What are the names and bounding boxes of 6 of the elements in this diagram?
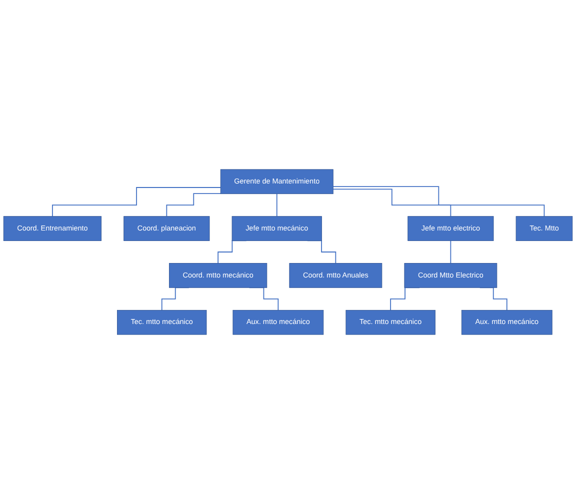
connector bbox=[332, 188, 452, 217]
connector bbox=[166, 193, 222, 217]
connector bbox=[450, 240, 452, 264]
connector bbox=[332, 186, 545, 217]
connector bbox=[276, 193, 278, 217]
connector bbox=[52, 187, 222, 217]
